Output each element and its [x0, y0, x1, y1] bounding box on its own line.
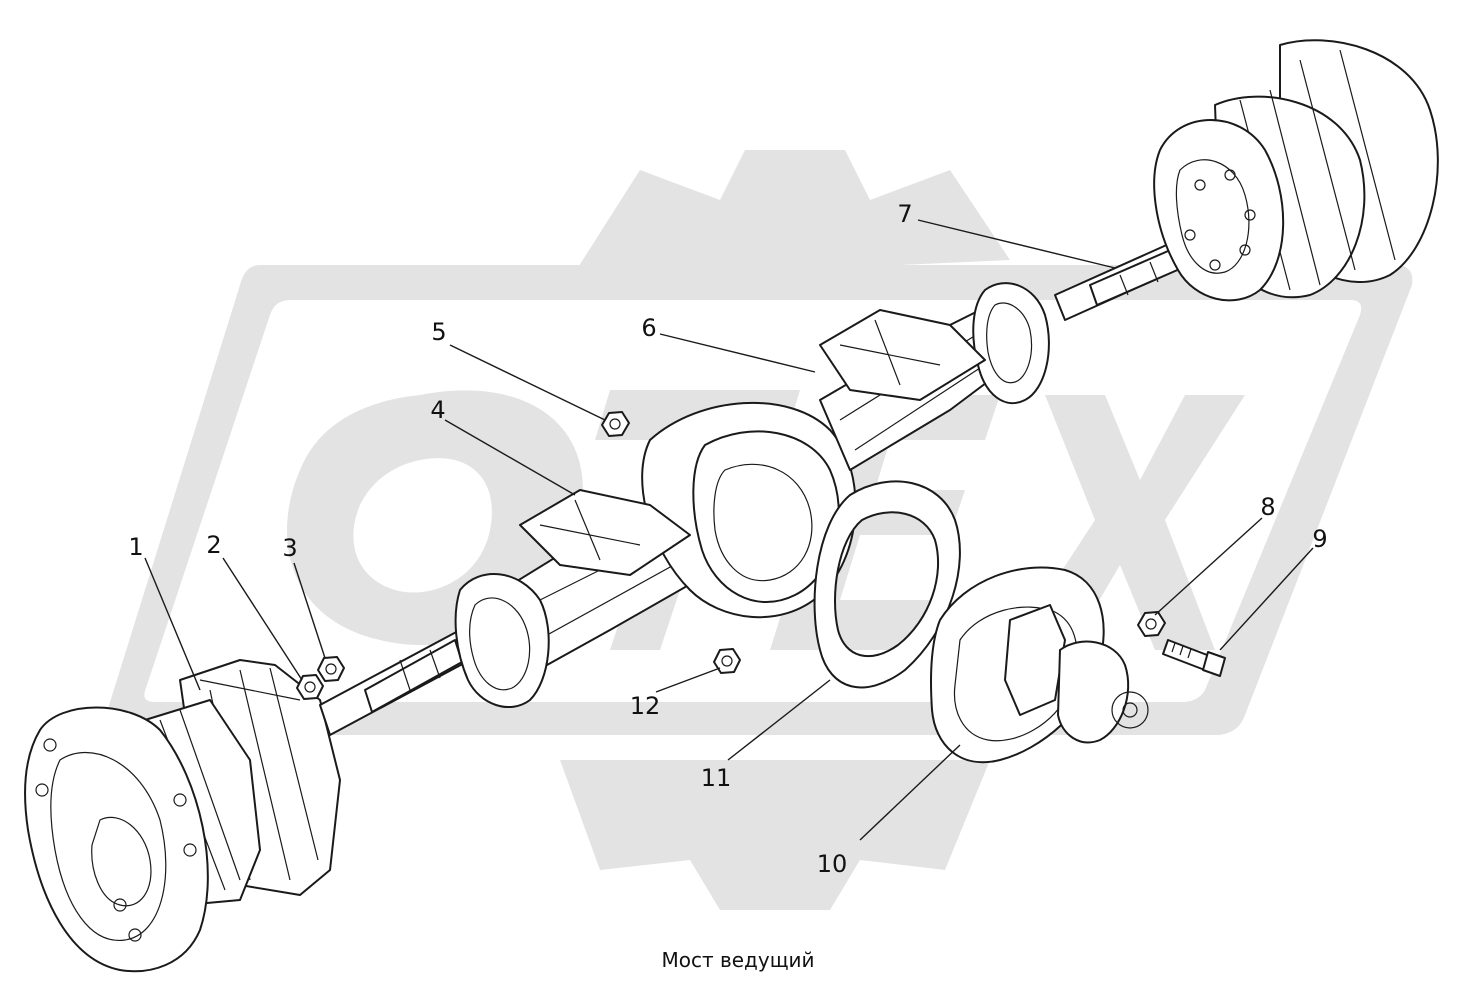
watermark-gear [560, 150, 1010, 910]
axle-parts [24, 39, 1439, 973]
part-2-nut [296, 674, 324, 700]
callout-7-label: 7 [897, 200, 912, 228]
callout-3: 3 [282, 534, 326, 659]
callout-2-label: 2 [206, 531, 221, 559]
callout-12-label: 12 [630, 692, 661, 720]
part-1-left-final-drive [24, 629, 471, 973]
part-12-nut [713, 648, 741, 674]
callout-10: 10 [817, 744, 961, 878]
callout-6: 6 [641, 314, 816, 373]
callout-5: 5 [431, 318, 606, 421]
right-final-drive [1153, 39, 1439, 302]
watermark-frame [103, 265, 1413, 735]
callout-6-label: 6 [641, 314, 656, 342]
callout-8-label: 8 [1260, 493, 1275, 521]
part-9-stud [1162, 639, 1226, 677]
callout-12: 12 [630, 667, 721, 720]
callout-4-label: 4 [430, 396, 445, 424]
part-11-gasket [813, 480, 961, 689]
callout-9: 9 [1219, 525, 1328, 651]
part-10-final-gear [929, 566, 1149, 764]
callout-11-label: 11 [701, 764, 732, 792]
part-6-spring-pad [819, 309, 986, 401]
callouts: 1 2 3 4 5 6 7 8 [128, 200, 1327, 878]
callout-9-label: 9 [1312, 525, 1327, 553]
callout-1-label: 1 [128, 533, 143, 561]
callout-4: 4 [430, 396, 576, 496]
callout-10-label: 10 [817, 850, 848, 878]
callout-11: 11 [701, 679, 831, 792]
part-5-nut [601, 411, 630, 437]
part-8-nut [1137, 611, 1166, 637]
callout-2: 2 [206, 531, 303, 681]
part-3-nut [317, 656, 345, 682]
callout-7: 7 [897, 200, 1116, 269]
callout-3-label: 3 [282, 534, 297, 562]
callout-8: 8 [1154, 493, 1276, 616]
callout-5-label: 5 [431, 318, 446, 346]
callout-1: 1 [128, 533, 201, 691]
diagram-caption: Мост ведущий [661, 948, 815, 972]
part-4-spring-pad [519, 489, 691, 576]
